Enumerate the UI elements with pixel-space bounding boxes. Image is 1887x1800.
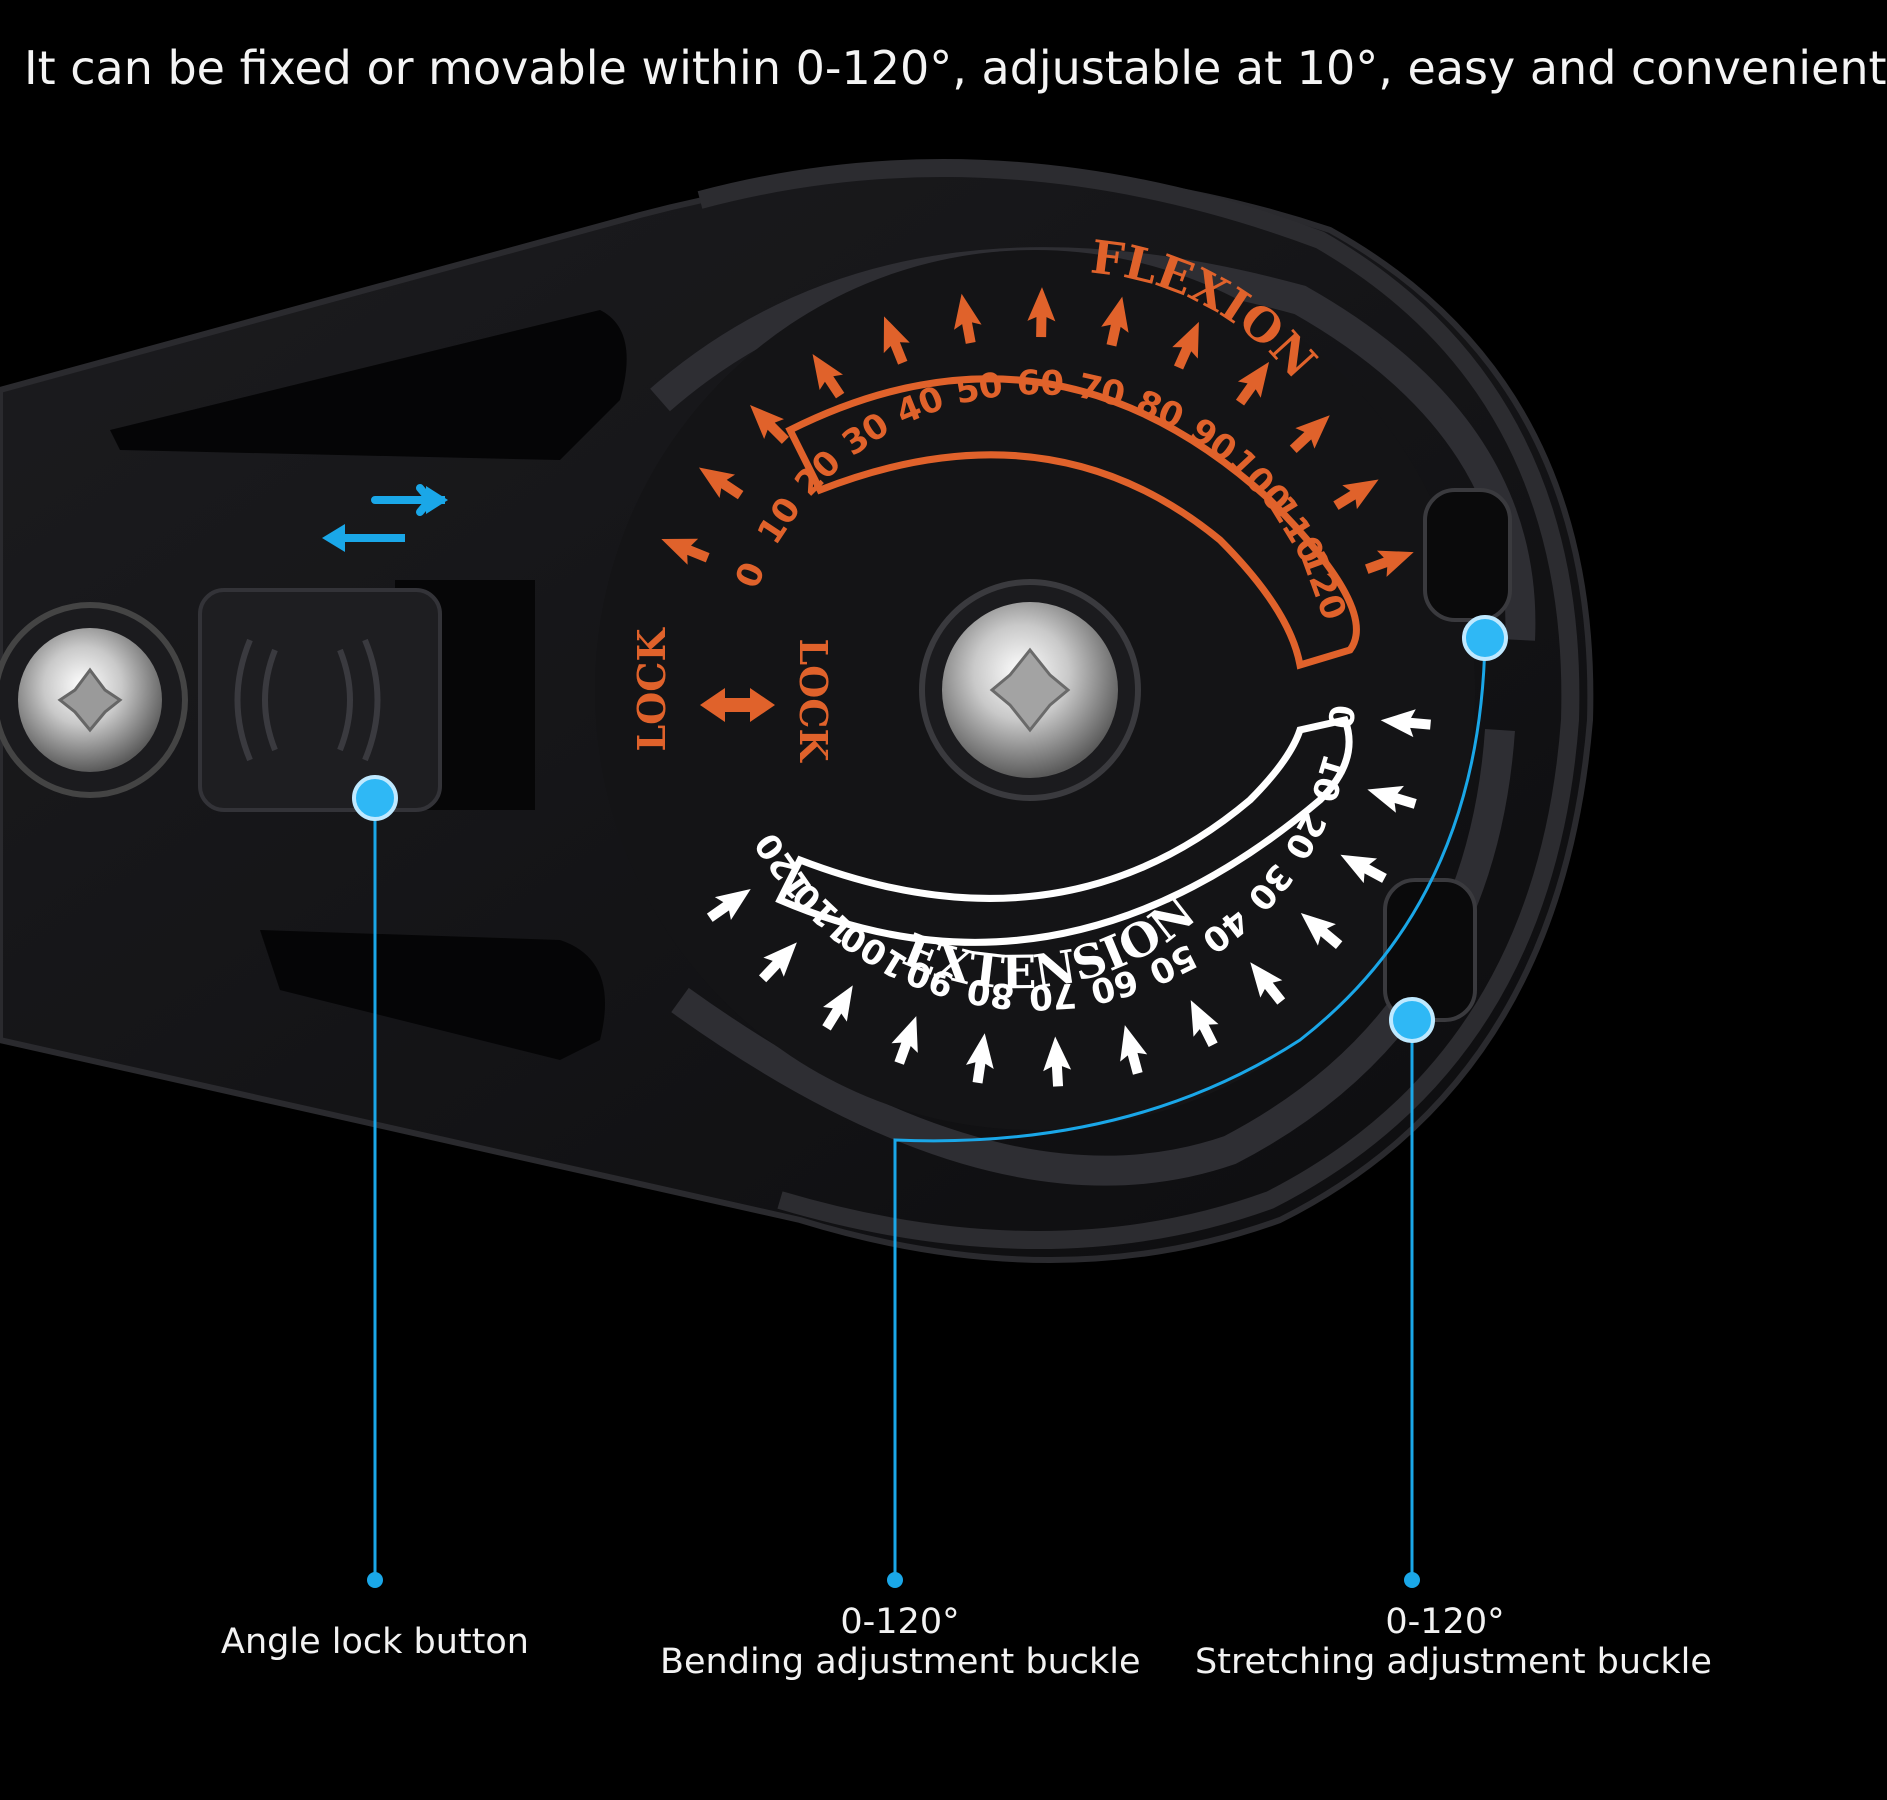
extension-tick-arrow xyxy=(1120,1025,1148,1075)
extension-tick-arrow xyxy=(1300,913,1343,949)
extension-tick-arrow xyxy=(1340,854,1387,884)
flexion-tick-label: 70 xyxy=(1074,366,1129,415)
flexion-tick-arrow xyxy=(1172,321,1199,370)
lock-bottom-label: LOCK xyxy=(791,638,836,763)
stretching-callout-dot xyxy=(1389,997,1435,1043)
extension-tick-arrow xyxy=(1367,785,1417,813)
extension-tick-arrow xyxy=(891,1016,918,1065)
flexion-tick-arrow xyxy=(812,353,845,399)
bending-callout-end xyxy=(887,1572,903,1588)
center-screw xyxy=(919,579,1141,801)
bending-range: 0-120° xyxy=(840,1602,960,1642)
angle-lock-callout-end xyxy=(367,1572,383,1588)
flexion-tick-label: 50 xyxy=(952,365,1006,413)
flexion-tick-arrow xyxy=(954,293,982,344)
stretching-callout: 0-120° Stretching adjustment buckle xyxy=(1195,1600,1712,1684)
stretching-callout-end xyxy=(1404,1572,1420,1588)
extension-tick-arrow xyxy=(965,1033,994,1084)
flexion-tick-arrow xyxy=(1027,287,1056,338)
flexion-tick-arrow xyxy=(883,316,910,365)
headline: It can be fixed or movable within 0-120°… xyxy=(24,41,1887,95)
callout-lines xyxy=(352,615,1508,1588)
extension-tick-arrow xyxy=(1380,709,1431,738)
flexion-tick-label: 60 xyxy=(1016,363,1064,404)
extension-tick-label: 80 xyxy=(964,970,1017,1016)
extension-tick-arrow xyxy=(758,942,797,983)
extension-tick-arrow xyxy=(1043,1036,1072,1087)
double-arrow-icon xyxy=(700,688,775,722)
angle-lock-callout-dot xyxy=(352,775,398,821)
bending-label: Bending adjustment buckle xyxy=(660,1642,1141,1682)
extension-tick-label: 70 xyxy=(1028,975,1078,1018)
left-screw xyxy=(0,602,188,798)
extension-tick-arrow xyxy=(1190,1000,1219,1048)
extension-tick-label: 0 xyxy=(1319,703,1361,730)
stretching-range: 0-120° xyxy=(1385,1602,1505,1642)
stretching-label: Stretching adjustment buckle xyxy=(1195,1642,1712,1682)
extension-tick-arrow xyxy=(706,889,751,922)
angle-lock-label: Angle lock button xyxy=(221,1622,529,1662)
flexion-tick-arrow xyxy=(661,538,710,565)
angle-lock-button[interactable] xyxy=(198,580,535,812)
lock-top-label: LOCK xyxy=(629,626,674,751)
flexion-tick-arrow xyxy=(1101,296,1129,347)
flexion-tick-arrow xyxy=(698,467,744,500)
flexion-tick-arrow xyxy=(1365,550,1414,577)
flexion-tick-arrow xyxy=(750,405,789,444)
angle-lock-callout: Angle lock button xyxy=(185,1620,565,1664)
bending-callout-dot xyxy=(1462,615,1508,661)
bending-callout-line xyxy=(893,639,1487,1580)
extension-tick-arrow xyxy=(1250,962,1286,1005)
flexion-tick-arrow xyxy=(1235,361,1270,406)
extension-tick-arrow xyxy=(822,985,853,1031)
flexion-tick-arrow xyxy=(1289,415,1330,453)
slide-arrows-icon xyxy=(322,484,448,552)
flexion-tick-arrow xyxy=(1333,479,1379,510)
lock-marking: LOCK LOCK xyxy=(629,626,836,763)
bending-callout: 0-120° Bending adjustment buckle xyxy=(660,1600,1141,1684)
